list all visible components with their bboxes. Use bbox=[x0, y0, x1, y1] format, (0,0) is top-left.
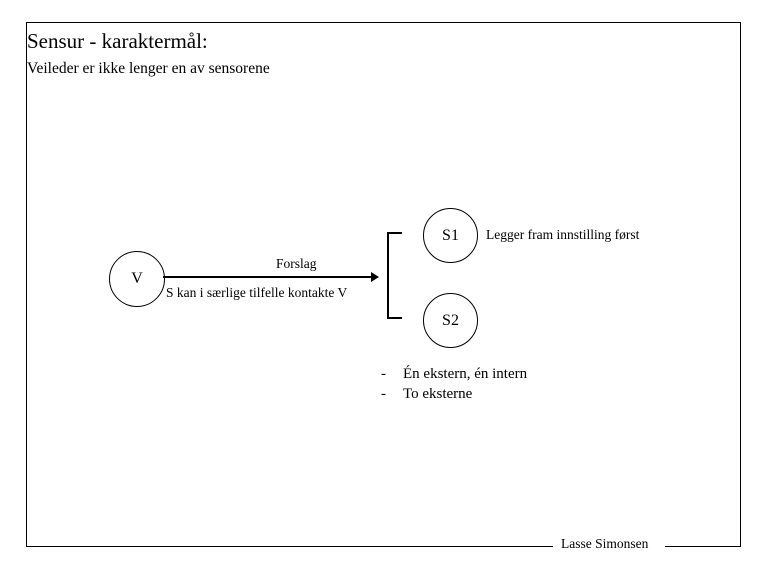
diagram-node-sensor-1-label: S1 bbox=[442, 226, 459, 244]
slide-subtitle: Veileder er ikke lenger en av sensorene bbox=[27, 60, 270, 77]
diagram-bracket-top-stub bbox=[387, 232, 402, 234]
list-item: - Én ekstern, én intern bbox=[381, 364, 527, 384]
slide-title: Sensur - karaktermål: bbox=[27, 29, 208, 53]
diagram-edge-label-above: Forslag bbox=[276, 256, 317, 271]
slide-frame-bottom-left-border bbox=[26, 546, 553, 547]
slide-frame-top-border bbox=[26, 22, 741, 23]
list-item: - To eksterne bbox=[381, 384, 527, 404]
bullet-text: To eksterne bbox=[403, 386, 473, 402]
diagram-node-sensor-2-label: S2 bbox=[442, 311, 459, 329]
diagram-node-sensor-2: S2 bbox=[423, 293, 478, 348]
bullet-marker: - bbox=[381, 366, 386, 382]
footer-author: Lasse Simonsen bbox=[557, 536, 653, 552]
diagram-node-veileder-label: V bbox=[131, 270, 143, 287]
slide-frame-bottom-right-border bbox=[665, 546, 741, 547]
bullet-marker: - bbox=[381, 386, 386, 402]
bullet-text: Én ekstern, én intern bbox=[403, 366, 528, 382]
diagram-connector-line bbox=[163, 276, 375, 278]
slide-frame-left-border bbox=[26, 22, 27, 547]
bullet-list: - Én ekstern, én intern - To eksterne bbox=[381, 364, 527, 404]
diagram-bracket-vertical bbox=[387, 232, 389, 319]
diagram-note-sensor-1: Legger fram innstilling først bbox=[486, 227, 640, 242]
diagram-arrowhead-icon bbox=[371, 272, 379, 282]
diagram-edge-label-below: S kan i særlige tilfelle kontakte V bbox=[166, 285, 348, 300]
diagram-node-veileder: V bbox=[109, 251, 165, 307]
diagram-node-sensor-1: S1 bbox=[423, 208, 478, 263]
diagram-bracket-bottom-stub bbox=[387, 317, 402, 319]
slide-frame-right-border bbox=[740, 22, 741, 547]
